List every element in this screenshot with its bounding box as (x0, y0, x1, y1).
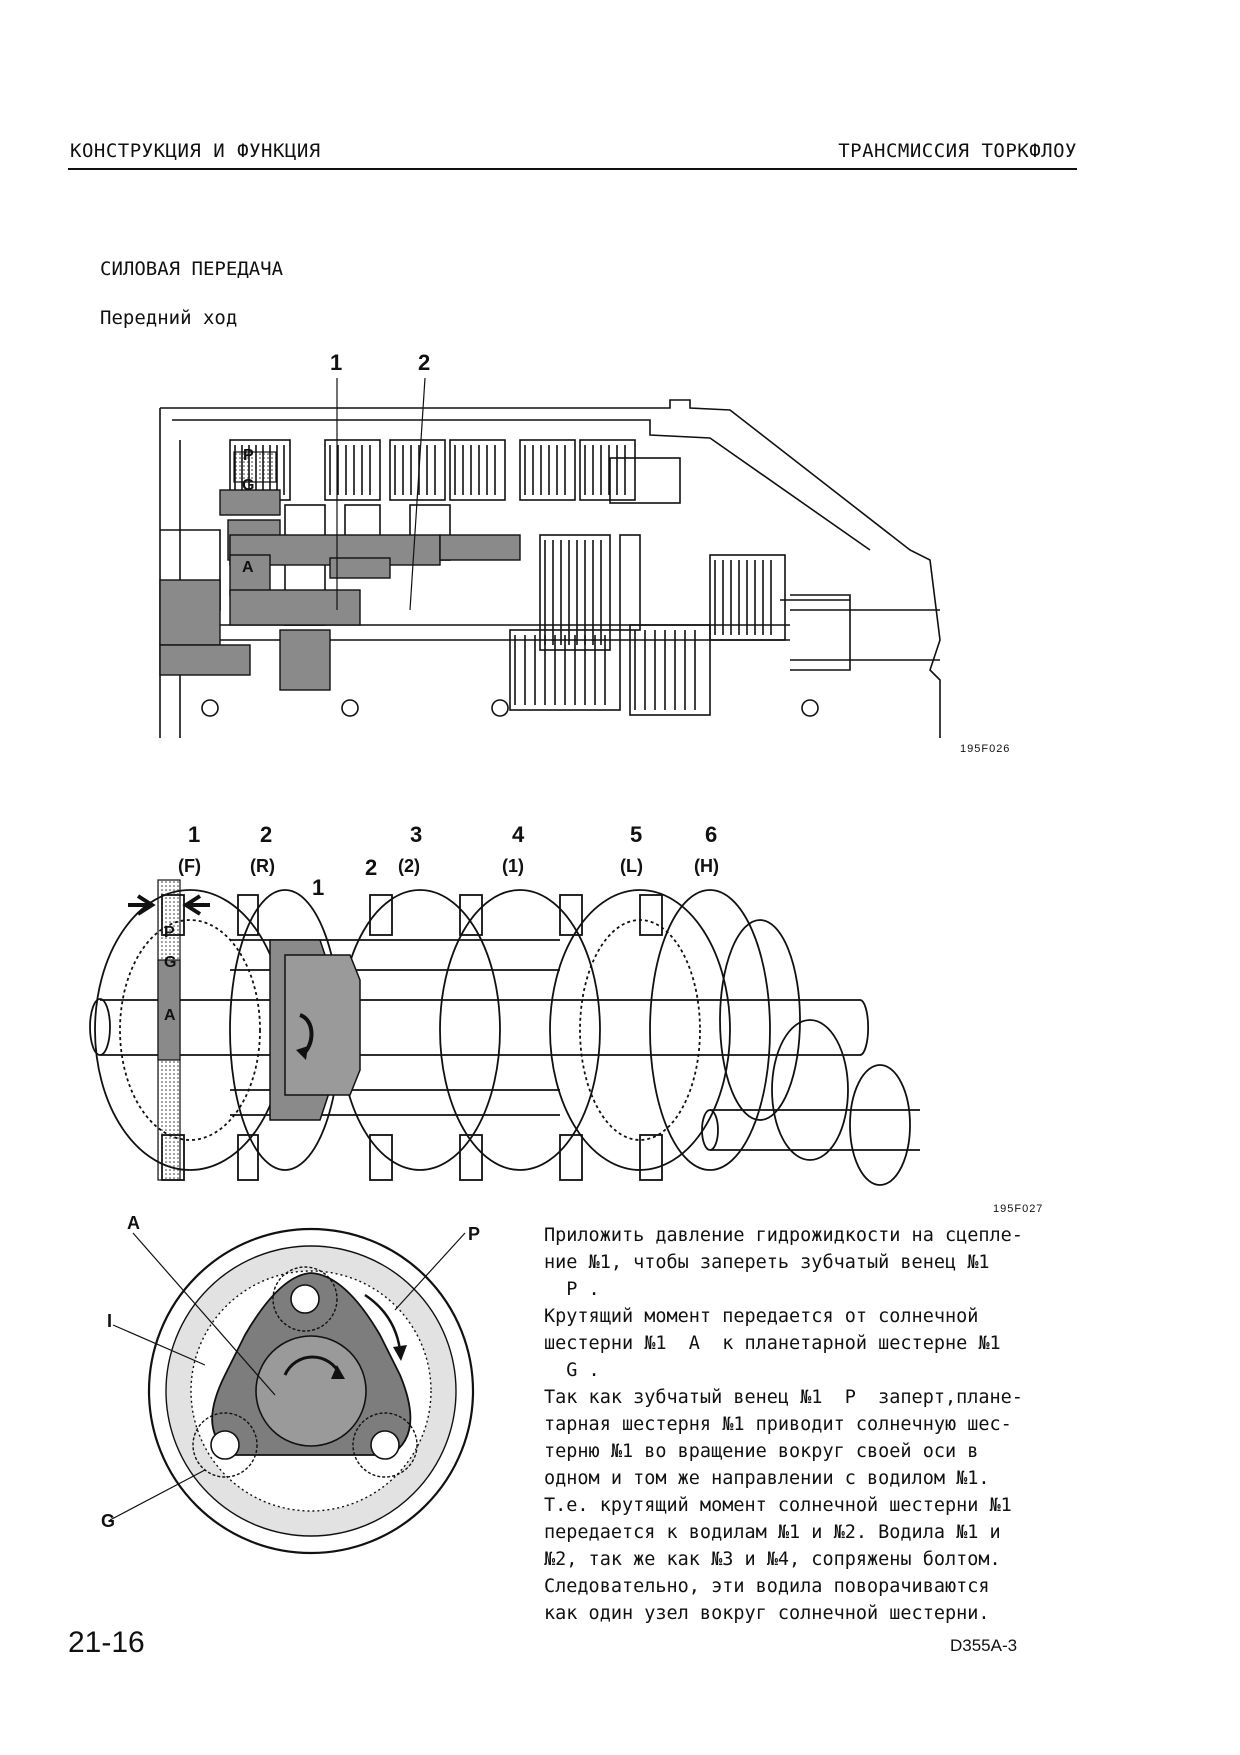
text-line: передается к водилам №1 и №2. Водила №1 … (544, 1522, 1001, 1543)
text-line: одном и том же направлении с водилом №1. (544, 1468, 990, 1489)
description-block: Приложить давление гидрожидкости на сцеп… (544, 1222, 1023, 1627)
fig2-mode-f: (F) (178, 856, 201, 876)
planetary-face-figure: A P I G (95, 1213, 515, 1560)
fig3-label-g: G (101, 1511, 115, 1531)
section-subtitle: Передний ход (100, 307, 238, 329)
section-title: СИЛОВАЯ ПЕРЕДАЧА (100, 258, 284, 280)
ring-gear-shaded (219, 489, 281, 516)
text-line: ние №1, чтобы запереть зубчатый венец №1 (544, 1252, 990, 1273)
text-line: как один узел вокруг солнечной шестерни. (544, 1603, 990, 1624)
page-number: 21-16 (68, 1626, 145, 1659)
fig2-mode-h: (H) (694, 856, 719, 876)
fig3-label-a: A (127, 1215, 140, 1233)
text-line: терню №1 во вращение вокруг своей оси в (544, 1441, 979, 1462)
text-line: Приложить давление гидрожидкости на сцеп… (544, 1225, 1023, 1246)
transmission-cross-section-figure: 1 2 P G A (150, 340, 960, 740)
fig2-label-g: G (164, 954, 176, 971)
fig2-number-1: 1 (188, 822, 200, 847)
fig2-mode-r: (R) (250, 856, 275, 876)
fig1-callout-1: 1 (330, 350, 342, 375)
fig2-label-a: A (164, 1007, 176, 1024)
text-line: Следовательно, эти водила поворачиваются (544, 1576, 990, 1597)
header-rule (68, 168, 1077, 170)
fig2-number-4: 4 (512, 822, 525, 847)
text-line: G . (544, 1360, 600, 1381)
model-code: D355A-3 (950, 1636, 1018, 1655)
fig1-code: 195F026 (960, 743, 1011, 755)
fig2-mode-2: (2) (398, 856, 420, 876)
fig2-number-3: 3 (410, 822, 422, 847)
text-line: №2, так же как №3 и №4, сопряжены болтом… (544, 1549, 1001, 1570)
fig2-mode-l: (L) (620, 856, 643, 876)
planetary-exploded-figure: 1 2 3 4 5 6 (F) (R) (2) (1) (L) (H) 1 2 (80, 820, 1040, 1200)
fig2-inner-callout-2: 2 (365, 855, 377, 880)
fig3-label-p: P (468, 1224, 480, 1244)
text-line: тарная шестерня №1 приводит солнечную ше… (544, 1414, 1012, 1435)
header-right: ТРАНСМИССИЯ ТОРКФЛОУ (838, 140, 1077, 162)
fig2-number-5: 5 (630, 822, 642, 847)
fig2-label-p: P (164, 924, 175, 941)
fig2-code: 195F027 (993, 1203, 1044, 1215)
planetary-face-drawing: A P I G (101, 1213, 480, 1555)
fig2-number-6: 6 (705, 822, 717, 847)
text-line: P . (544, 1279, 600, 1300)
header-left: КОНСТРУКЦИЯ И ФУНКЦИЯ (70, 140, 321, 162)
fig1-label-a: A (242, 559, 254, 576)
text-line: Т.е. крутящий момент солнечной шестерни … (544, 1495, 1012, 1516)
text-line: Так как зубчатый венец №1 P заперт,плане… (544, 1387, 1023, 1408)
fig2-mode-1: (1) (502, 856, 524, 876)
fig1-callout-2: 2 (418, 350, 430, 375)
exploded-drawing: 1 2 3 4 5 6 (F) (R) (2) (1) (L) (H) 1 2 (89, 822, 920, 1186)
text-line: Крутящий момент передается от солнечной (544, 1306, 979, 1327)
fig1-label-g: G (242, 477, 254, 494)
fig2-inner-callout-1: 1 (312, 875, 324, 900)
text-line: шестерни №1 A к планетарной шестерне №1 (544, 1333, 1001, 1354)
fig2-number-2: 2 (260, 822, 272, 847)
fig1-label-p: P (243, 447, 254, 464)
fig3-label-i: I (107, 1311, 112, 1331)
cross-section-drawing: 1 2 P G A (159, 350, 941, 738)
